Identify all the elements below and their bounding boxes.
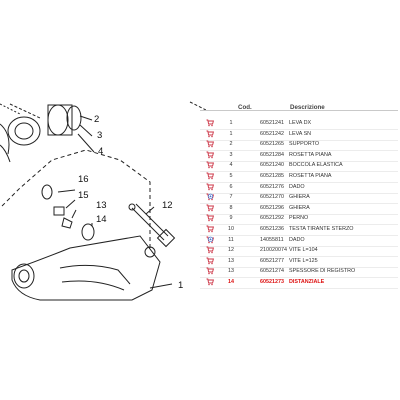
- table-row[interactable]: 1 60521242 LEVA SN: [200, 129, 398, 141]
- part-description: DADO: [289, 236, 305, 243]
- part-number: 10: [228, 226, 234, 232]
- part-code: 60521284: [260, 151, 284, 158]
- table-row[interactable]: 7 60521270 GHIERA: [200, 192, 398, 205]
- callout-4: 4: [98, 146, 104, 157]
- plus-cart-icon[interactable]: [206, 236, 214, 244]
- cart-icon[interactable]: [206, 151, 214, 159]
- cart-icon[interactable]: [206, 130, 214, 138]
- part-number: 6: [229, 183, 233, 190]
- table-row[interactable]: 4 60521240 BOCCOLA ELASTICA: [200, 160, 398, 173]
- part-code: 210020074: [260, 247, 287, 254]
- callout-13: 13: [96, 200, 107, 211]
- cart-icon[interactable]: [206, 257, 214, 265]
- part-number: 11: [228, 236, 234, 243]
- part-number: 9: [229, 215, 233, 222]
- column-header-description: Descrizione: [290, 104, 325, 111]
- part-description: SPESSORE DI REGISTRO: [289, 268, 356, 275]
- part-number: 13: [228, 268, 234, 275]
- part-description: GHIERA: [289, 204, 310, 211]
- part-code: 60521285: [260, 173, 284, 179]
- cart-icon[interactable]: [206, 246, 214, 254]
- cart-icon[interactable]: [206, 119, 214, 127]
- part-number: 1: [229, 120, 233, 126]
- cart-icon[interactable]: [206, 267, 214, 275]
- part-description: LEVA SN: [289, 130, 312, 137]
- cart-icon[interactable]: [206, 183, 214, 191]
- part-code: 60521270: [260, 194, 284, 201]
- part-number: 7: [229, 194, 233, 201]
- table-row[interactable]: 11 14055811 DADO: [200, 235, 398, 247]
- table-row[interactable]: 8 60521296 GHIERA: [200, 203, 398, 215]
- cart-icon[interactable]: [206, 172, 214, 180]
- table-row[interactable]: 1 60521241 LEVA DX: [200, 118, 398, 130]
- part-description: ROSETTA PIANA: [289, 173, 332, 179]
- column-header-code: Cod.: [238, 104, 252, 111]
- part-number: 1: [229, 130, 233, 137]
- part-number: 3: [229, 151, 233, 158]
- part-description: VITE L=104: [289, 247, 318, 254]
- part-number: 13: [228, 257, 234, 264]
- table-row[interactable]: 13 60521277 VITE L=125: [200, 256, 398, 268]
- part-description: VITE L=125: [289, 257, 318, 264]
- table-row[interactable]: 13 60521274 SPESSORE DI REGISTRO: [200, 266, 398, 279]
- part-description: PERNO: [289, 215, 309, 222]
- part-description: ROSETTA PIANA: [289, 151, 332, 158]
- exploded-parts-diagram: 2 3 4 16 15 13 14 12 1: [0, 82, 206, 308]
- table-row[interactable]: 9 60521292 PERNO: [200, 213, 398, 226]
- part-number: 8: [229, 204, 233, 211]
- part-description: SUPPORTO: [289, 141, 320, 148]
- diagram-drawing: [0, 101, 206, 301]
- header-divider: [200, 110, 398, 111]
- part-code: 60521240: [260, 162, 284, 169]
- part-description: GHIERA: [289, 194, 310, 201]
- part-number: 5: [229, 173, 233, 179]
- plus-cart-icon[interactable]: [206, 193, 214, 201]
- callout-12: 12: [162, 200, 173, 211]
- cart-icon[interactable]: [206, 161, 214, 169]
- cart-icon[interactable]: [206, 204, 214, 212]
- part-code: 14055811: [260, 236, 284, 243]
- part-code: 60521292: [260, 215, 284, 222]
- callout-14: 14: [96, 214, 107, 225]
- table-row[interactable]: 6 60521276 DADO: [200, 182, 398, 194]
- part-number: 14: [228, 279, 234, 285]
- callout-16: 16: [78, 174, 89, 185]
- cart-icon[interactable]: [206, 214, 214, 222]
- part-code: 60521241: [260, 120, 284, 126]
- callout-15: 15: [78, 190, 89, 201]
- cart-icon[interactable]: [206, 140, 214, 148]
- part-code: 60521296: [260, 204, 284, 211]
- part-number: 4: [229, 162, 233, 169]
- part-description: DADO: [289, 183, 305, 190]
- table-row[interactable]: 10 60521236 TESTA TIRANTE STERZO: [200, 224, 398, 236]
- part-code: 60521242: [260, 130, 284, 137]
- part-code: 60521276: [260, 183, 284, 190]
- part-code: 60521274: [260, 268, 284, 275]
- part-description: LEVA DX: [289, 120, 312, 126]
- cart-icon[interactable]: [206, 225, 214, 233]
- callout-3: 3: [97, 130, 103, 141]
- table-row[interactable]: 2 60521265 SUPPORTO: [200, 139, 398, 152]
- table-row[interactable]: 5 60521285 ROSETTA PIANA: [200, 171, 398, 183]
- part-description: TESTA TIRANTE STERZO: [289, 226, 354, 232]
- table-row[interactable]: 14 60521273 DISTANZIALE: [200, 277, 398, 289]
- part-number: 2: [229, 141, 233, 148]
- callout-1: 1: [178, 280, 184, 291]
- part-number: 12: [228, 247, 234, 254]
- part-code: 60521277: [260, 257, 284, 264]
- part-code: 60521273: [260, 279, 284, 285]
- part-code: 60521236: [260, 226, 284, 232]
- part-description: BOCCOLA ELASTICA: [289, 162, 343, 169]
- part-description: DISTANZIALE: [289, 279, 325, 285]
- table-row[interactable]: 3 60521284 ROSETTA PIANA: [200, 150, 398, 162]
- cart-icon[interactable]: [206, 278, 214, 286]
- callout-2: 2: [94, 114, 100, 125]
- part-code: 60521265: [260, 141, 284, 148]
